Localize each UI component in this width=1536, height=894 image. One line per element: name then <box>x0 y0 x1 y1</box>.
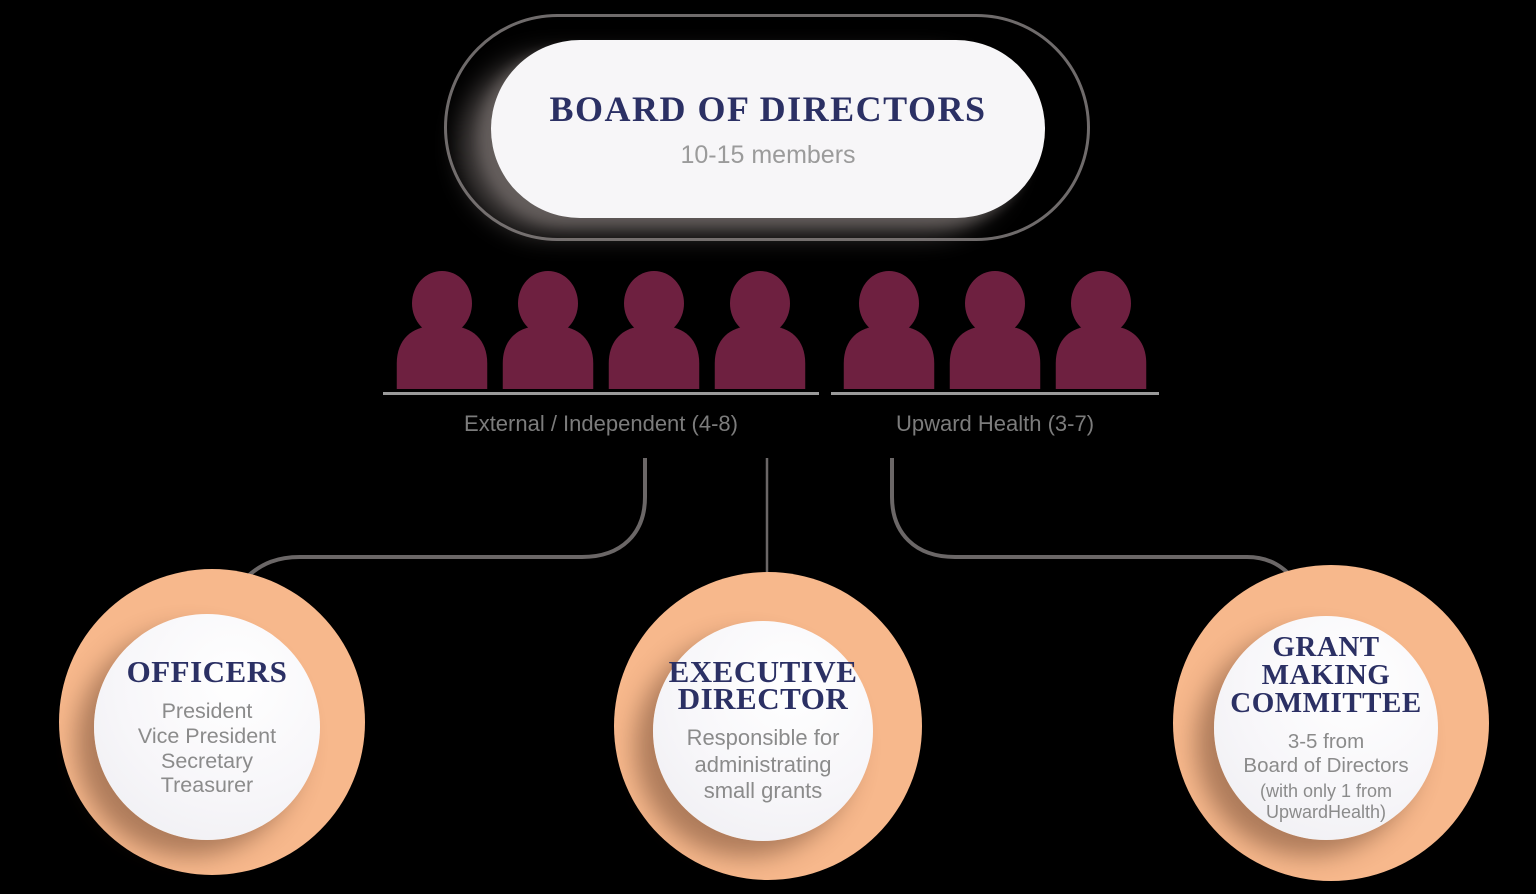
label-upward-health: Upward Health (3-7) <box>895 411 1095 436</box>
grant-making-committee-title-line: GRANT <box>1272 631 1380 664</box>
board-pill: BOARD OF DIRECTORS 10-15 members <box>491 40 1045 218</box>
board-subtitle: 10-15 members <box>680 141 856 169</box>
officers-role: Treasurer <box>160 773 254 798</box>
connector-left-line <box>245 458 647 579</box>
person-icon <box>843 270 935 390</box>
officers-title: OFFICERS <box>127 656 288 687</box>
board-pill-outline <box>444 14 1090 241</box>
person-icon <box>1055 270 1147 390</box>
executive-director-description-line: administrating <box>694 751 832 777</box>
people-row-external-independent <box>383 268 819 395</box>
grant-making-committee-title-line: COMMITTEE <box>1230 687 1422 720</box>
officers-role: Vice President <box>137 723 277 748</box>
grant-making-committee-title-line: MAKING <box>1261 659 1391 692</box>
person-icon <box>608 270 700 390</box>
grant-making-committee-note-line: (with only 1 from <box>1259 780 1393 801</box>
label-external-independent: External / Independent (4-8) <box>464 411 738 436</box>
person-icon <box>502 270 594 390</box>
connector-right-line <box>890 458 1301 587</box>
executive-director-description-line: Responsible for <box>686 725 840 751</box>
people-row-upward-health <box>831 268 1159 395</box>
grant-making-committee-description-line: Board of Directors <box>1243 754 1409 778</box>
person-icon <box>714 270 806 390</box>
grant-making-committee-note-line: UpwardHealth) <box>1265 801 1387 822</box>
officers-role: Secretary <box>160 748 253 773</box>
executive-director-description-line: small grants <box>703 778 823 804</box>
executive-director-title-line: EXECUTIVE <box>668 653 858 689</box>
grant-making-committee-description-line: 3-5 from <box>1287 729 1365 753</box>
person-icon <box>396 270 488 390</box>
executive-director-title-line: DIRECTOR <box>677 681 849 717</box>
officers-role: President <box>161 699 253 724</box>
person-icon <box>949 270 1041 390</box>
board-title: BOARD OF DIRECTORS <box>549 89 987 129</box>
officers-title-line: OFFICERS <box>126 654 288 690</box>
